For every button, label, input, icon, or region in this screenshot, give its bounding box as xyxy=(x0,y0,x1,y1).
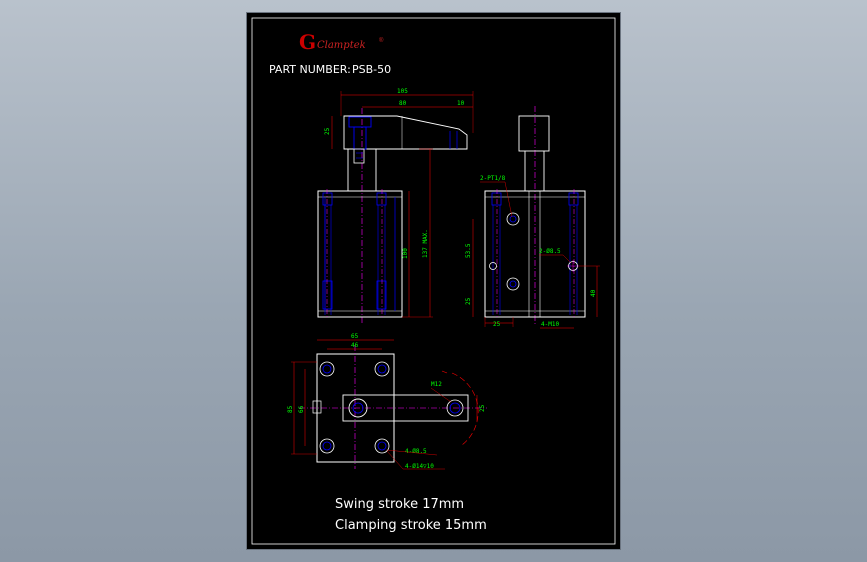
dim-tip: 10 xyxy=(457,100,465,107)
note-clamping-stroke: Clamping stroke 15mm xyxy=(335,518,487,533)
dim-body-height: 100 xyxy=(402,248,409,259)
dim-arm-width: 80 xyxy=(399,100,407,107)
top-view: 65 46 85 66 M12 25 4-Ø8.5 4-Ø14▽10 xyxy=(287,333,487,470)
note-swing-stroke: Swing stroke 17mm xyxy=(335,497,464,512)
dim-total-height: 137 MAX. xyxy=(422,229,429,258)
dim-hole-dia: 2-Ø8.5 xyxy=(539,248,561,255)
sheet-border xyxy=(251,17,616,545)
registered-mark: ® xyxy=(379,37,384,44)
dim-bottom-left: 25 xyxy=(493,321,501,328)
cad-drawing: G Clamptek ® PART NUMBER: PSB-50 xyxy=(251,17,616,545)
dim-arm-width-top: 25 xyxy=(479,404,486,412)
dim-counterbore: 4-Ø14▽10 xyxy=(405,463,434,470)
dim-right-height: 40 xyxy=(590,289,597,297)
dim-inner-width: 46 xyxy=(351,342,359,349)
part-number-label: PART NUMBER: xyxy=(269,63,351,76)
dim-lower-offset: 25 xyxy=(465,297,472,305)
brand-name: Clamptek xyxy=(317,40,366,51)
brand-logo: G Clamptek ® xyxy=(299,30,384,54)
side-view: 2-PT1/8 53.5 25 2-Ø8.5 40 25 4-M10 xyxy=(465,106,600,329)
dim-bottom-thread: 4-M10 xyxy=(541,321,559,328)
drawing-sheet: G Clamptek ® PART NUMBER: PSB-50 xyxy=(247,13,620,549)
dim-outer-width: 65 xyxy=(351,333,359,340)
front-view: 105 80 10 25 100 137 MAX. xyxy=(317,88,474,325)
brand-mark: G xyxy=(299,30,316,54)
dim-upper-offset: 53.5 xyxy=(465,243,472,258)
dim-overall-width: 105 xyxy=(397,88,408,95)
dim-holes: 4-Ø8.5 xyxy=(405,448,427,455)
dim-inner-height: 66 xyxy=(298,405,305,413)
dim-port: 2-PT1/8 xyxy=(480,175,506,182)
dim-thread: M12 xyxy=(431,381,442,388)
dim-outer-height: 85 xyxy=(287,405,294,413)
part-number: PSB-50 xyxy=(352,63,391,76)
dim-arm-height: 25 xyxy=(324,127,331,135)
